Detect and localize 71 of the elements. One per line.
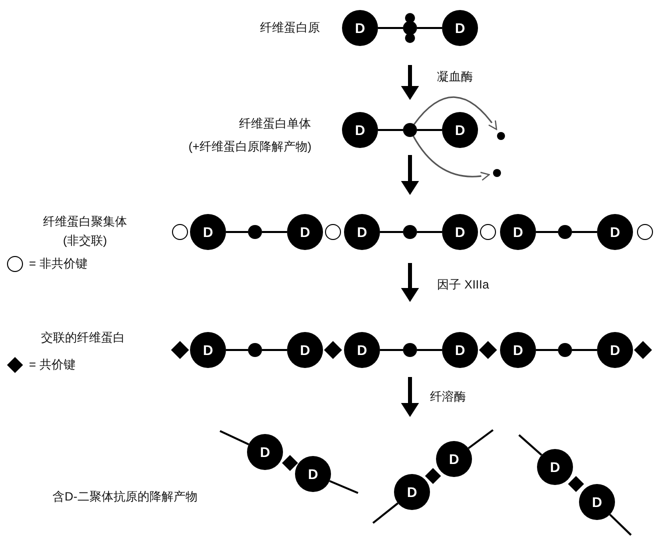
d-domain-circle: D <box>442 214 478 250</box>
e-domain-dot <box>403 123 417 137</box>
d-domain-circle: D <box>442 112 478 148</box>
d-domain-circle: D <box>579 484 615 520</box>
d-domain-circle: D <box>247 434 283 470</box>
d-domain-circle: D <box>442 332 478 368</box>
e-domain-dot <box>558 343 572 357</box>
noncovalent-bond-circle <box>172 224 188 240</box>
legend-text: = 共价键 <box>29 356 76 374</box>
e-domain-dot <box>248 225 262 239</box>
d-domain-circle: D <box>597 332 633 368</box>
d-domain-circle: D <box>442 10 478 46</box>
enzyme-label: 纤溶酶 <box>430 388 466 406</box>
release-arrow <box>414 96 498 130</box>
d-domain-circle: D <box>537 449 573 485</box>
tail-line <box>372 502 399 524</box>
connector-line <box>572 349 597 351</box>
enzyme-label: 因子 XIIIa <box>437 276 489 294</box>
e-domain-dot <box>248 343 262 357</box>
connector-line <box>378 129 403 131</box>
stage-label: 纤维蛋白聚集体 <box>43 214 127 230</box>
connector-line <box>262 349 287 351</box>
connector-line <box>536 231 558 233</box>
tail-line <box>329 480 358 494</box>
legend-text: = 非共价键 <box>29 256 88 272</box>
tail-line <box>609 514 632 536</box>
stage-label: 纤维蛋白单体 <box>239 116 311 132</box>
d-domain-circle: D <box>597 214 633 250</box>
peptide-dot <box>497 132 505 140</box>
d-domain-circle: D <box>344 332 380 368</box>
d-domain-circle: D <box>394 474 430 510</box>
d-domain-circle: D <box>190 332 226 368</box>
tail-line <box>518 434 542 456</box>
d-domain-circle: D <box>287 214 323 250</box>
d-domain-circle: D <box>190 214 226 250</box>
noncovalent-bond-circle <box>325 224 341 240</box>
d-domain-circle: D <box>342 10 378 46</box>
e-domain-dot <box>558 225 572 239</box>
stage-label: 含D-二聚体抗原的降解产物 <box>52 488 198 506</box>
e-domain-dot <box>403 343 417 357</box>
noncovalent-bond-circle <box>637 224 653 240</box>
connector-line <box>536 349 558 351</box>
tail-line <box>220 430 250 446</box>
d-domain-circle: D <box>342 112 378 148</box>
connector-line <box>572 231 597 233</box>
stage-label: 纤维蛋白原 <box>260 20 320 36</box>
noncovalent-bond-circle <box>480 224 496 240</box>
stage-label: (非交联) <box>63 232 107 250</box>
connector-line <box>380 349 403 351</box>
d-domain-circle: D <box>287 332 323 368</box>
connector-line <box>417 27 442 29</box>
connector-line <box>378 27 403 29</box>
connector-line <box>380 231 403 233</box>
connector-line <box>417 129 442 131</box>
d-domain-circle: D <box>500 214 536 250</box>
d-domain-circle: D <box>344 214 380 250</box>
e-domain-dot <box>403 225 417 239</box>
stage-label: (+纤维蛋白原降解产物) <box>188 138 312 156</box>
peptide-dot <box>493 169 501 177</box>
connector-line <box>226 231 248 233</box>
stage-label: 交联的纤维蛋白 <box>41 330 125 346</box>
d-domain-circle: D <box>500 332 536 368</box>
connector-line <box>262 231 287 233</box>
d-domain-circle: D <box>436 441 472 477</box>
connector-line <box>226 349 248 351</box>
release-arrow <box>412 136 490 181</box>
tail-line <box>468 429 494 450</box>
enzyme-label: 凝血酶 <box>437 68 473 86</box>
connector-line <box>417 231 442 233</box>
connector-line <box>417 349 442 351</box>
d-domain-circle: D <box>295 456 331 492</box>
